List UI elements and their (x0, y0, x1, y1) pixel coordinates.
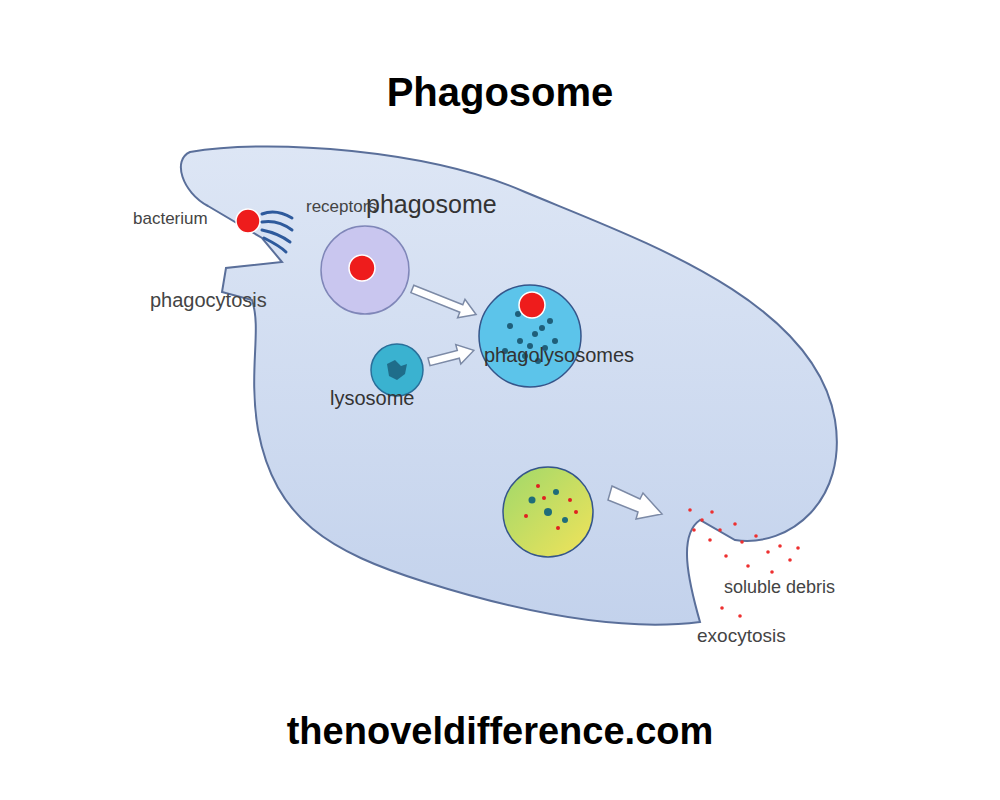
bacterium (236, 209, 260, 233)
node-label: lysosome (330, 387, 414, 409)
title: Phagosome (387, 70, 614, 114)
node-label: phagolysosomes (484, 344, 634, 366)
part-label: soluble debris (722, 578, 837, 598)
node-label: phagosome (366, 191, 497, 219)
exocytosis-arrow (608, 486, 662, 519)
receptors (262, 212, 292, 252)
flow-arrow (411, 285, 476, 318)
flow-arrow (428, 345, 474, 366)
vesicle-debris (524, 484, 578, 530)
part-label: bacterium (133, 210, 208, 229)
circle-shape (320, 225, 410, 315)
phagolysosome-circle: phagolysosomes (478, 284, 582, 388)
digested-vesicle (503, 467, 593, 557)
lysosome-circle: lysosome (370, 343, 424, 397)
watermark: thenoveldifference.com (287, 711, 714, 753)
circle-shape (478, 284, 582, 388)
process-label: exocytosis (697, 626, 786, 647)
part-label: receptors (306, 198, 377, 217)
cell-outline (181, 146, 837, 624)
phagosome-circle: phagosome (320, 225, 410, 315)
process-label: phagocytosis (150, 289, 267, 311)
soluble-debris-dots (688, 508, 800, 618)
